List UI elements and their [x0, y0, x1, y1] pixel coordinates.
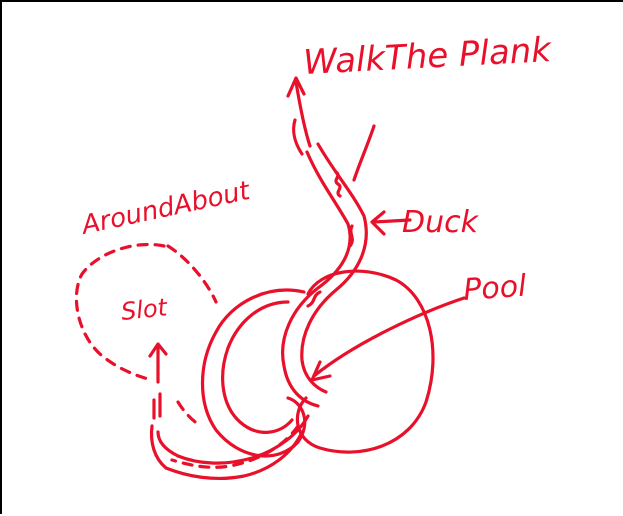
plank-stub-right [354, 126, 374, 180]
trough-right-edge [302, 144, 366, 392]
pool [297, 271, 433, 452]
slot-dashed-right [168, 246, 216, 302]
slot-arrow [150, 344, 166, 382]
label-duck: Duck [402, 205, 480, 240]
pool-pointer-arrow [312, 298, 464, 380]
pool-outline [297, 271, 433, 452]
slot-dashed-bottom [178, 402, 198, 424]
label-around-about: AroundAbout [77, 176, 253, 241]
trough-inner-squiggle-2 [350, 226, 352, 246]
exit-chute-bottom [166, 432, 302, 478]
spiral-inner [223, 302, 292, 432]
exit-ticks [154, 394, 160, 418]
label-slot: Slot [120, 293, 170, 326]
slot-loop [76, 244, 216, 424]
label-pool: Pool [462, 269, 528, 308]
plank-stub-left [294, 120, 302, 154]
label-walk-the-plank: WalkThe Plank [302, 30, 553, 83]
around-about-track [152, 290, 308, 478]
trough-inner-squiggle-1 [336, 172, 340, 196]
slide-trough [283, 120, 374, 406]
walk-the-plank-arrow [288, 78, 310, 146]
